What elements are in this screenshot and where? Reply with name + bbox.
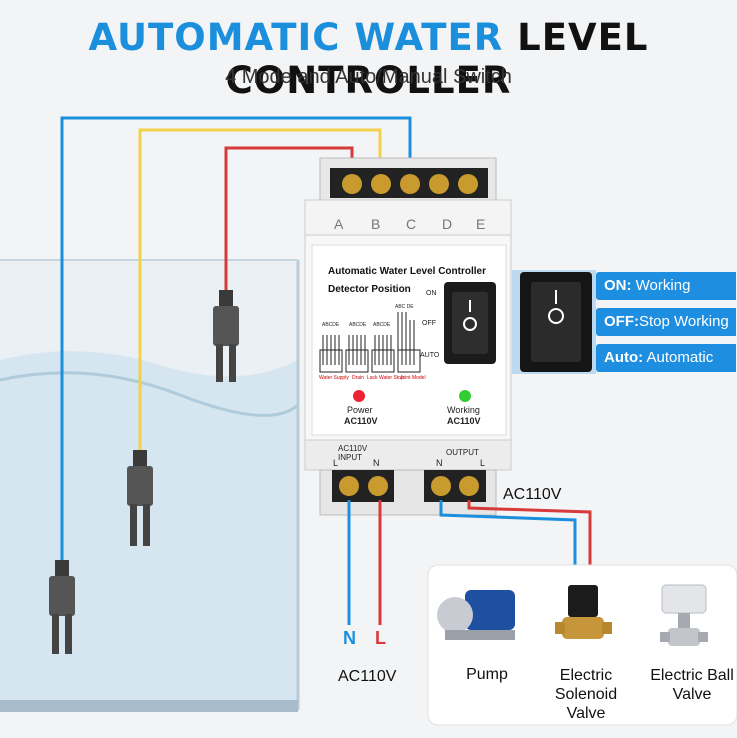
mode-lack-water-stop: Lack Water Stop (367, 375, 404, 381)
callout-auto-text: Automatic (643, 349, 714, 366)
page-title: AUTOMATIC WATER LEVEL CONTROLLER (0, 16, 737, 102)
title-part-2: LEVEL CONTROLLER (225, 16, 649, 102)
top-terminal-block (330, 168, 488, 198)
title-part-1: AUTOMATIC WATER (88, 16, 504, 59)
probe-set-1: ABCDE (322, 322, 340, 328)
mode-joint-model: Joint Model (400, 375, 426, 381)
working-voltage: AC110V (447, 416, 481, 426)
probe-blue (49, 560, 75, 654)
callout-on: ON: Working (596, 272, 736, 300)
terminal-label-e: E (476, 216, 486, 232)
working-label: Working (447, 405, 480, 415)
output-voltage-label: AC110V (503, 486, 562, 503)
callout-off-text: Stop Working (639, 313, 729, 330)
device-pump-label: Pump (466, 666, 508, 683)
wire-blue-probe (60, 116, 412, 565)
callout-switch (512, 270, 596, 374)
callout-auto-key: Auto: (604, 349, 644, 366)
probe-set-3: ABCDE (373, 322, 391, 328)
probe-red (213, 290, 239, 382)
input-l-marker: L (333, 458, 339, 468)
terminal-label-b: B (371, 216, 381, 232)
input-n-label: N (343, 628, 356, 648)
probe-yellow (127, 450, 153, 546)
solenoid-valve-illustration (555, 585, 612, 639)
switch-auto-label: AUTO (420, 352, 440, 359)
callout-auto: Auto: Automatic (596, 344, 736, 372)
terminal-label-d: D (442, 216, 453, 232)
terminal-label-c: C (406, 216, 417, 232)
power-led (353, 390, 365, 402)
device-title: Automatic Water Level Controller (328, 266, 486, 277)
page-subtitle: 4 Mode and Auto/Manual Switch (225, 66, 512, 88)
mode-diagram (319, 312, 421, 373)
pump-illustration (437, 590, 515, 640)
mode-water-supply: Water Supply (319, 375, 349, 381)
power-voltage: AC110V (344, 416, 378, 426)
input-l-label: L (375, 628, 386, 648)
power-label: Power (347, 405, 373, 415)
callout-off-key: OFF: (604, 313, 639, 330)
callout-on-text: Working (631, 277, 691, 294)
panel-rocker-switch (444, 282, 496, 364)
output-l-marker: L (480, 458, 486, 468)
terminal-label-a: A (334, 216, 344, 232)
ball-valve-illustration (660, 584, 708, 646)
probe-set-4: ABC DE (395, 304, 414, 310)
mode-drain: Drain (352, 375, 364, 381)
wire-output-l (467, 500, 592, 570)
probe-set-2: ABCDE (349, 322, 367, 328)
input-n-marker: N (373, 458, 380, 468)
switch-on-label: ON (426, 290, 437, 297)
callout-off: OFF:Stop Working (596, 308, 736, 336)
working-led (459, 390, 471, 402)
switch-off-label: OFF (422, 320, 436, 327)
output-label: OUTPUT (446, 448, 479, 457)
device-ball-valve-label: Electric Ball Valve (650, 667, 734, 703)
wire-output-n (439, 500, 577, 570)
input-voltage-label: AC110V (338, 668, 397, 685)
bottom-terminal-block (332, 470, 486, 502)
output-n-marker: N (436, 458, 443, 468)
device-subtitle: Detector Position (328, 284, 411, 295)
input-label: AC110V INPUT (338, 444, 368, 462)
wire-yellow-probe (138, 128, 382, 455)
device-solenoid-label: Electric Solenoid Valve (554, 667, 618, 722)
callout-on-key: ON: (604, 277, 632, 294)
